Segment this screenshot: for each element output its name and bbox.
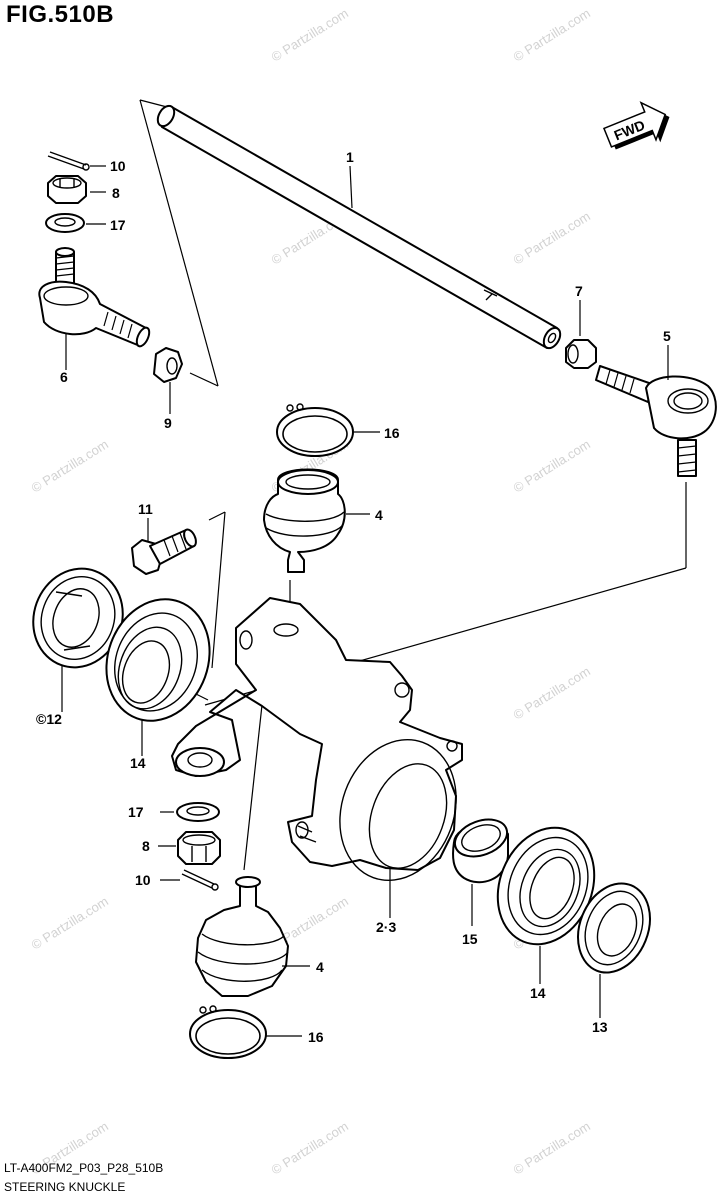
castle-nut — [47, 175, 87, 204]
callout-label: 8 — [142, 838, 150, 854]
callout-label: 17 — [128, 804, 144, 820]
tie-rod — [156, 104, 562, 350]
callout-label: 2·3 — [376, 919, 396, 935]
snap-ring-lower — [189, 1005, 267, 1059]
bolt — [131, 528, 197, 575]
callout-label: 4 — [375, 507, 383, 523]
steering-knuckle — [171, 597, 463, 882]
callout-label: ©12 — [36, 711, 62, 727]
fwd-arrow-icon: FWD — [602, 101, 670, 150]
callout-labels: 1 10 8 17 6 9 7 5 16 4 11 ©12 14 17 8 10… — [36, 149, 671, 1045]
callout-label: 5 — [663, 328, 671, 344]
callout-label: 10 — [110, 158, 126, 174]
watermark: © Partzilla.com — [269, 1118, 351, 1177]
bearing-left — [105, 598, 211, 722]
cotter-pin-lower — [181, 869, 219, 891]
oil-seal-right — [577, 882, 651, 974]
cotter-pin — [47, 151, 90, 171]
callout-label: 1 — [346, 149, 354, 165]
callout-label: 8 — [112, 185, 120, 201]
nut-right — [565, 339, 597, 369]
callout-label: 9 — [164, 415, 172, 431]
watermark: © Partzilla.com — [29, 893, 111, 952]
nut — [153, 347, 183, 383]
callout-label: 6 — [60, 369, 68, 385]
spacer — [452, 818, 509, 884]
callout-label: 14 — [530, 985, 546, 1001]
ball-joint-lower — [195, 876, 289, 997]
callout-label: 11 — [138, 501, 153, 517]
callout-label: 17 — [110, 217, 126, 233]
tie-rod-end-right — [595, 365, 717, 477]
diagram-code: LT-A400FM2_P03_P28_510B — [4, 1161, 164, 1175]
callout-label: 16 — [384, 425, 400, 441]
washer — [45, 213, 85, 233]
ball-joint-upper — [263, 468, 346, 573]
callout-label: 13 — [592, 1019, 608, 1035]
watermark: © Partzilla.com — [511, 663, 593, 722]
watermark: © Partzilla.com — [511, 208, 593, 267]
castle-nut-lower — [177, 831, 221, 865]
callout-label: 4 — [316, 959, 324, 975]
watermark: © Partzilla.com — [269, 5, 351, 64]
figure-title: FIG.510B — [6, 1, 115, 28]
washer-lower — [176, 802, 220, 822]
callout-label: 7 — [575, 283, 583, 299]
callout-label: 15 — [462, 931, 478, 947]
callout-label: 14 — [130, 755, 146, 771]
watermark: © Partzilla.com — [511, 1118, 593, 1177]
diagram-name: STEERING KNUCKLE — [4, 1180, 126, 1194]
callout-label: 16 — [308, 1029, 324, 1045]
snap-ring — [276, 403, 354, 457]
watermark: © Partzilla.com — [511, 5, 593, 64]
leader-lines — [61, 165, 669, 1037]
callout-label: 10 — [135, 872, 151, 888]
tie-rod-end-left — [38, 247, 151, 348]
watermark: © Partzilla.com — [511, 436, 593, 495]
watermark: © Partzilla.com — [29, 436, 111, 495]
